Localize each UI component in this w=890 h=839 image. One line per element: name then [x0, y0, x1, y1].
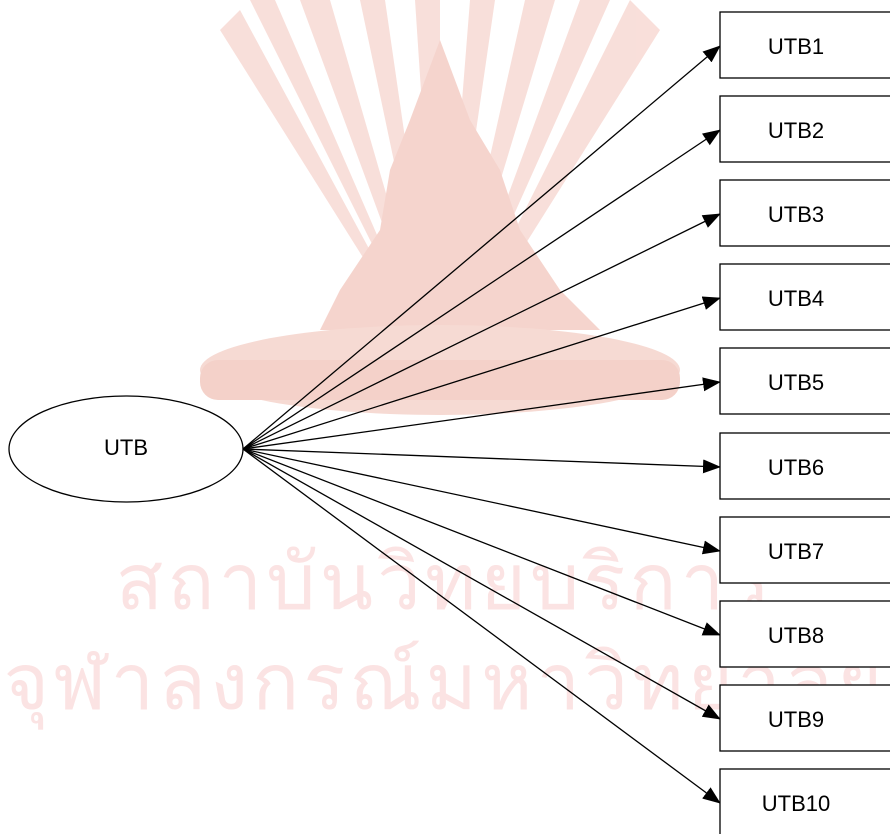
indicator-label-utb8: UTB8 [768, 623, 824, 648]
indicator-label-utb10: UTB10 [762, 791, 830, 816]
edge-utb-to-utb1 [242, 45, 721, 450]
edge-utb-to-utb9 [242, 448, 721, 720]
nodes-group: UTB UTB1UTB2UTB3UTB4UTB5UTB6UTB7UTB8UTB9U… [8, 11, 890, 834]
indicator-box-utb8 [719, 600, 890, 668]
edge-utb-to-utb6 [242, 448, 721, 474]
indicator-box-utb7 [719, 516, 890, 584]
indicator-label-utb4: UTB4 [768, 286, 824, 311]
indicator-label-utb3: UTB3 [768, 202, 824, 227]
edge-utb-to-utb8 [242, 448, 721, 636]
edge-utb-to-utb3 [242, 213, 721, 450]
edge-utb-to-utb4 [242, 296, 721, 450]
indicator-box-utb10 [719, 768, 890, 834]
edges-group [242, 45, 721, 804]
indicator-box-utb4 [719, 263, 890, 331]
indicator-box-utb6 [719, 432, 890, 500]
indicator-box-utb5 [719, 347, 890, 415]
indicator-label-utb9: UTB9 [768, 707, 824, 732]
watermark-line-1: สถาบันวิทยบริการ [115, 538, 775, 628]
indicator-label-utb6: UTB6 [768, 455, 824, 480]
indicator-label-utb5: UTB5 [768, 370, 824, 395]
indicator-label-utb7: UTB7 [768, 539, 824, 564]
indicator-box-utb9 [719, 684, 890, 752]
latent-node-label: UTB [104, 435, 148, 460]
indicator-label-utb2: UTB2 [768, 118, 824, 143]
edge-utb-to-utb10 [242, 448, 721, 804]
latent-node-utb [8, 395, 244, 503]
edge-utb-to-utb7 [242, 448, 721, 555]
indicator-box-utb2 [719, 95, 890, 163]
indicator-box-utb3 [719, 179, 890, 247]
indicator-box-utb1 [719, 11, 890, 79]
edge-utb-to-utb2 [242, 129, 721, 450]
edge-utb-to-utb5 [242, 377, 721, 450]
indicator-label-utb1: UTB1 [768, 34, 824, 59]
